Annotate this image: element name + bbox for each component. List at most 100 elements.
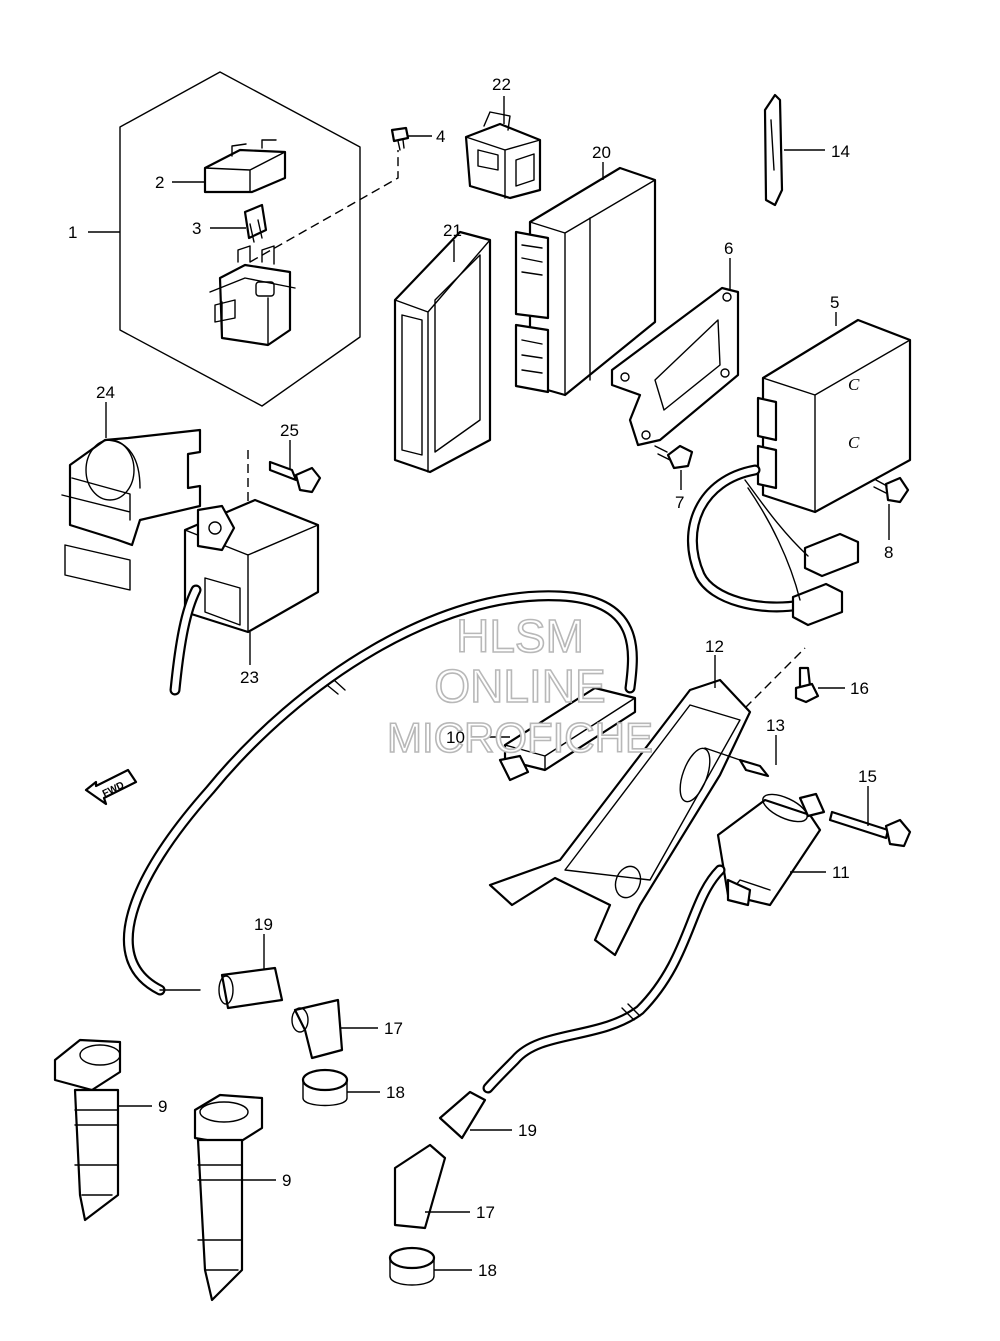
callout-3[interactable]: 3 xyxy=(192,219,246,238)
ecm-connector-upper xyxy=(514,230,550,320)
part-17-right-cap xyxy=(393,1143,447,1230)
part-4-screw xyxy=(390,126,410,151)
callout-14-label: 14 xyxy=(831,142,850,161)
callout-21[interactable]: 21 xyxy=(443,221,462,262)
screw-25-shank xyxy=(268,460,298,482)
watermark-line-2: ONLINE xyxy=(434,660,605,712)
callout-21-label: 21 xyxy=(443,221,462,240)
spacer-13 xyxy=(738,758,770,778)
part-25-screw xyxy=(247,450,322,548)
callout-17-left[interactable]: 17 xyxy=(340,1019,403,1038)
callout-24-label: 24 xyxy=(96,383,115,402)
callout-25[interactable]: 25 xyxy=(280,421,299,470)
callout-19-right-label: 19 xyxy=(518,1121,537,1140)
harness-connector-b xyxy=(791,582,844,627)
callout-6[interactable]: 6 xyxy=(724,239,733,290)
callout-9-right-label: 9 xyxy=(282,1171,291,1190)
callout-14[interactable]: 14 xyxy=(784,142,850,161)
callout-22[interactable]: 22 xyxy=(492,75,511,124)
part-7-bolt xyxy=(654,444,694,470)
callout-17-right[interactable]: 17 xyxy=(425,1203,495,1222)
callout-24[interactable]: 24 xyxy=(96,383,115,438)
callout-25-label: 25 xyxy=(280,421,299,440)
stick-coil-left-head xyxy=(53,1038,122,1092)
part-11-ignition-coil xyxy=(482,792,826,1094)
screw-4 xyxy=(390,126,410,143)
part-19-right-seal xyxy=(438,1090,487,1140)
part-13-spacer xyxy=(704,747,770,778)
callout-18-left[interactable]: 18 xyxy=(347,1083,405,1102)
part-19-left-seal xyxy=(220,966,284,1010)
part-21-ecm-case xyxy=(393,230,492,474)
callout-9-right[interactable]: 9 xyxy=(242,1171,291,1190)
connector-22 xyxy=(464,122,542,200)
callout-4[interactable]: 4 xyxy=(408,127,445,146)
callout-7[interactable]: 7 xyxy=(675,470,684,512)
part-16-bolt xyxy=(794,666,820,704)
part-23-sensor-module xyxy=(169,498,320,696)
callout-11-label: 11 xyxy=(832,863,850,882)
part-18-right-ring xyxy=(388,1246,436,1270)
callout-16-label: 16 xyxy=(850,679,869,698)
callout-4-label: 4 xyxy=(436,127,445,146)
fuse xyxy=(243,203,268,240)
ecm-case xyxy=(393,230,492,474)
callout-15-label: 15 xyxy=(858,767,877,786)
coil-letter-top: C xyxy=(848,375,860,394)
cover-24 xyxy=(68,428,202,547)
part-22-relay-connector xyxy=(464,111,542,200)
callout-19-right[interactable]: 19 xyxy=(470,1121,537,1140)
sensor-10-plug xyxy=(498,754,530,782)
callout-12[interactable]: 12 xyxy=(705,637,724,688)
part-9-stick-coil-right xyxy=(193,1093,264,1302)
part-12-coil-bracket xyxy=(488,647,806,957)
callout-8-label: 8 xyxy=(884,543,893,562)
watermark-line-3: MICROFICHE xyxy=(387,714,653,761)
callout-18-left-label: 18 xyxy=(386,1083,405,1102)
callout-11[interactable]: 11 xyxy=(790,863,850,882)
stick-coil-right-body xyxy=(196,1138,244,1302)
callout-17-right-label: 17 xyxy=(476,1203,495,1222)
callout-1[interactable]: 1 xyxy=(68,223,120,242)
coil-letter-bottom: C xyxy=(848,433,860,452)
callout-2-label: 2 xyxy=(155,173,164,192)
right-plug-cap-assembly xyxy=(388,1090,487,1286)
callout-5[interactable]: 5 xyxy=(830,293,839,326)
callout-23-label: 23 xyxy=(240,668,259,687)
callout-10-label: 10 xyxy=(446,728,465,747)
callout-13[interactable]: 13 xyxy=(766,716,785,765)
callout-10[interactable]: 10 xyxy=(446,728,510,747)
part-20-ecm xyxy=(514,166,657,397)
callout-19-left[interactable]: 19 xyxy=(254,915,273,970)
callout-5-label: 5 xyxy=(830,293,839,312)
callout-23[interactable]: 23 xyxy=(240,632,259,687)
part-24-cover xyxy=(61,428,202,591)
bolt-15-head xyxy=(884,818,912,848)
part-5-igniter: C C xyxy=(686,318,912,627)
left-plug-cap-assembly xyxy=(218,966,349,1107)
callout-2[interactable]: 2 xyxy=(155,173,205,192)
callout-15[interactable]: 15 xyxy=(858,767,877,826)
callout-6-label: 6 xyxy=(724,239,733,258)
callout-19-left-label: 19 xyxy=(254,915,273,934)
watermark: HLSM ONLINE MICROFICHE xyxy=(386,609,654,762)
callout-18-right[interactable]: 18 xyxy=(434,1261,497,1280)
callout-7-label: 7 xyxy=(675,493,684,512)
harness-connector-a xyxy=(803,532,860,578)
sensor-23-mount xyxy=(196,504,236,552)
callout-16[interactable]: 16 xyxy=(818,679,869,698)
relay-group-frame xyxy=(119,71,361,407)
starter-relay xyxy=(218,263,292,347)
callout-8[interactable]: 8 xyxy=(884,504,893,562)
callout-20-label: 20 xyxy=(592,143,611,162)
callout-18-right-label: 18 xyxy=(478,1261,497,1280)
callout-20[interactable]: 20 xyxy=(592,143,611,180)
forward-direction-arrow[interactable]: FWD xyxy=(84,768,138,806)
part-15-bolt xyxy=(828,810,912,848)
bolt-15-shank xyxy=(828,810,890,840)
part-10-sensor-and-lead xyxy=(122,590,638,996)
part-1-starter-relay-group xyxy=(119,71,399,407)
callout-9-left[interactable]: 9 xyxy=(118,1097,167,1116)
bracket-12 xyxy=(488,678,752,957)
